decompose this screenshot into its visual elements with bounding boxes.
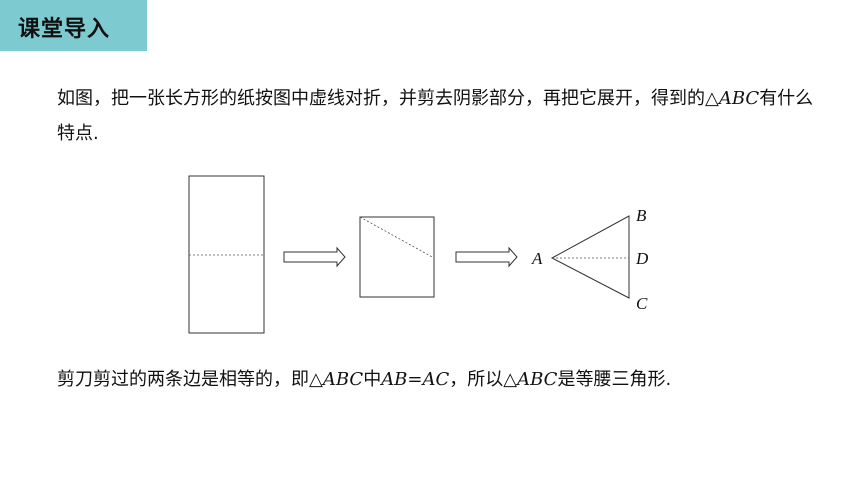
folded-paper xyxy=(359,216,435,298)
arrow-1 xyxy=(283,246,346,268)
question-text: 如图，把一张长方形的纸按图中虚线对折，并剪去阴影部分，再把它展开，得到的△ABC… xyxy=(57,81,817,151)
label-c: C xyxy=(636,294,648,313)
triangle-symbol: △ xyxy=(503,369,518,390)
triangle-symbol: △ xyxy=(705,88,719,109)
conclusion-part-2: 中 xyxy=(363,369,382,390)
label-a: A xyxy=(531,249,543,268)
question-part-1: 如图，把一张长方形的纸按图中虚线对折，并剪去阴影部分，再把它展开，得到的 xyxy=(57,88,705,109)
conclusion-part-4: 是等腰三角形. xyxy=(557,369,672,390)
conclusion-part-1: 剪刀剪过的两条边是相等的，即 xyxy=(57,369,309,390)
triangle-name: ABC xyxy=(517,369,558,390)
cut-line xyxy=(359,216,435,259)
triangle-abc xyxy=(550,215,630,299)
triangle-symbol: △ xyxy=(309,369,323,390)
triangle-name: ABC xyxy=(718,88,760,109)
equality: AB=AC xyxy=(381,369,450,390)
section-title: 课堂导入 xyxy=(18,17,111,42)
label-d: D xyxy=(635,249,649,268)
label-b: B xyxy=(636,206,647,225)
question-part-2: 有什么特点. xyxy=(57,88,814,144)
section-header: 课堂导入 xyxy=(0,0,147,51)
conclusion-part-3: ，所以 xyxy=(449,369,504,390)
triangle-name: ABC xyxy=(322,369,364,390)
paper-rectangle xyxy=(188,175,265,334)
conclusion-text: 剪刀剪过的两条边是相等的，即△ABC中AB=AC，所以△ABC是等腰三角形. xyxy=(57,365,837,395)
arrow-2 xyxy=(455,246,518,268)
